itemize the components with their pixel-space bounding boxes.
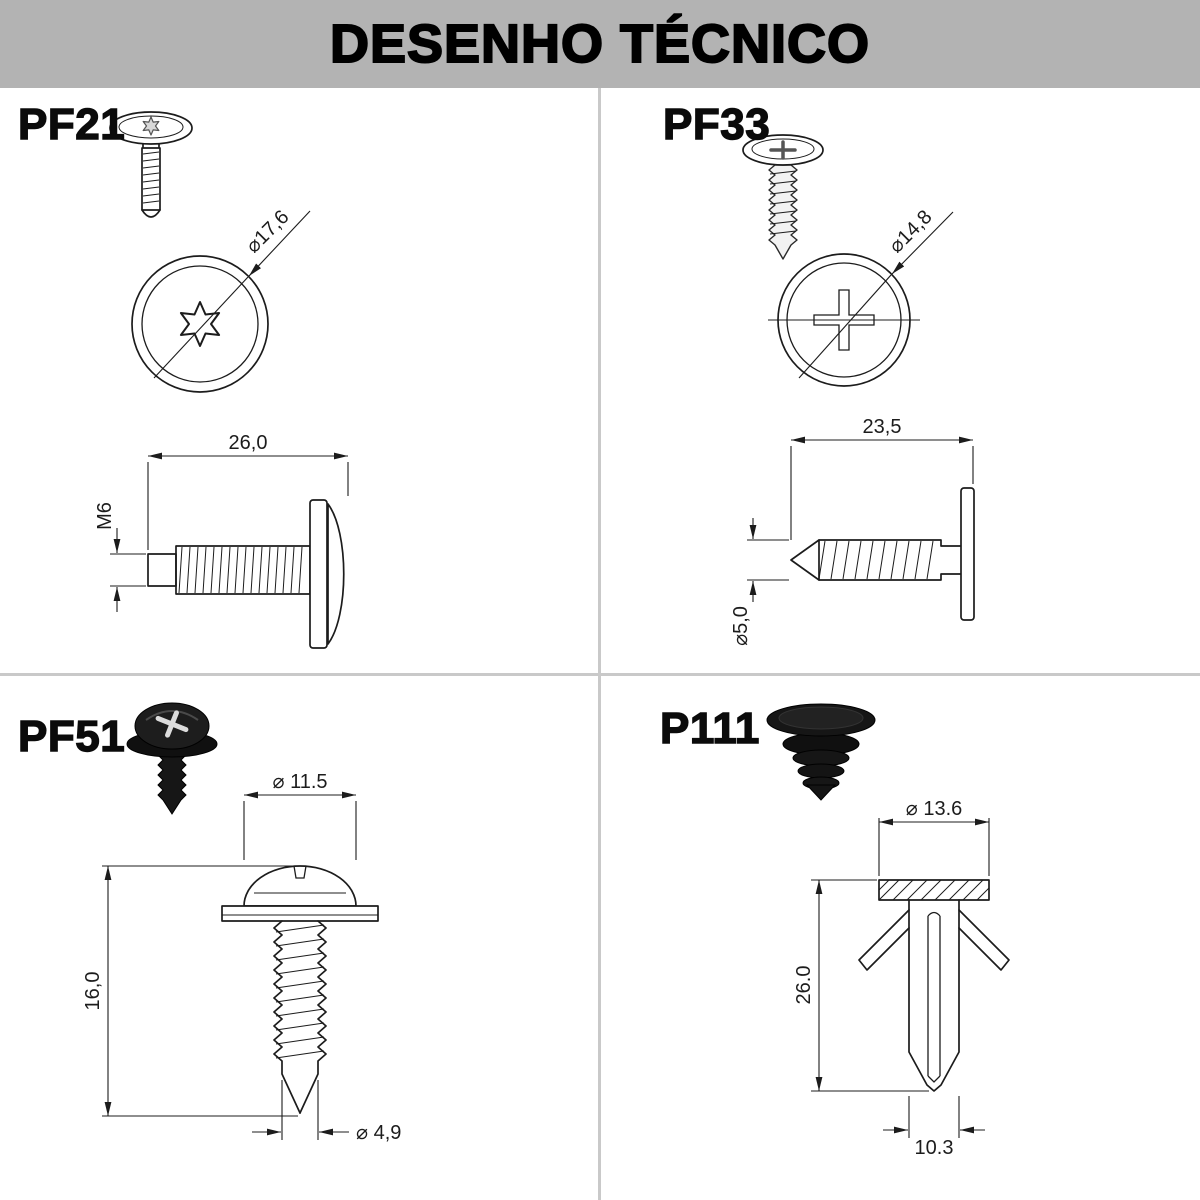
- pf21-top-view: ⌀17,6: [131, 206, 311, 393]
- part-panel-p111: P111 ⌀ 13.6: [601, 676, 1200, 1200]
- pf33-top-view: ⌀14,8: [768, 206, 954, 387]
- dim-pf51-thread-diameter: ⌀ 4,9: [356, 1122, 401, 1144]
- horizontal-divider: [0, 673, 1200, 676]
- part-label-pf33: PF33: [662, 99, 771, 149]
- phillips-cross-outline: [813, 289, 875, 351]
- dim-pf21-length: 26,0: [229, 432, 268, 454]
- pf21-drawing: ⌀17,6 26,0 M6: [94, 111, 349, 649]
- dim-p111-head-diameter: ⌀ 13.6: [906, 798, 963, 820]
- part-label-pf21: PF21: [17, 99, 126, 149]
- pf33-photo: [742, 134, 824, 260]
- part-panel-pf21: PF21 ⌀17,6: [0, 88, 599, 673]
- p111-front-view: ⌀ 13.6 26.0 10.3: [793, 798, 1010, 1159]
- vertical-divider: [598, 88, 601, 1200]
- header-bar: DESENHO TÉCNICO: [0, 0, 1200, 88]
- dim-p111-base-width: 10.3: [915, 1137, 954, 1159]
- page-title: DESENHO TÉCNICO: [329, 13, 871, 75]
- p111-photo: [766, 703, 876, 801]
- pf51-photo: [126, 702, 218, 815]
- dim-pf51-length: 16,0: [82, 972, 104, 1011]
- dim-pf21-thread: M6: [94, 502, 116, 530]
- pf51-drawing: ⌀ 11.5 16,0 ⌀ 4,9: [82, 702, 401, 1144]
- dim-pf51-head-diameter: ⌀ 11.5: [272, 771, 327, 793]
- dim-pf33-shank-diameter: ⌀5,0: [730, 606, 752, 646]
- dim-pf33-length: 23,5: [863, 416, 902, 438]
- p111-drawing: ⌀ 13.6 26.0 10.3: [766, 703, 1010, 1159]
- phillips-recess-icon: [769, 140, 797, 160]
- pf21-side-view: 26,0 M6: [94, 432, 349, 649]
- dim-pf33-head-diameter: ⌀14,8: [885, 206, 937, 258]
- part-panel-pf33: PF33 ⌀14,8 23,5: [601, 88, 1200, 673]
- part-label-p111: P111: [659, 703, 760, 753]
- pf21-photo: [109, 111, 193, 218]
- pf51-front-view: ⌀ 11.5 16,0 ⌀ 4,9: [82, 771, 401, 1144]
- pf33-side-view: 23,5 ⌀5,0: [730, 416, 975, 646]
- phillips-recess-icon: [155, 710, 189, 738]
- part-label-pf51: PF51: [17, 711, 126, 761]
- pf33-drawing: ⌀14,8 23,5 ⌀5,0: [730, 134, 975, 646]
- dim-pf21-head-diameter: ⌀17,6: [242, 206, 294, 258]
- part-panel-pf51: PF51 ⌀ 11.5: [0, 676, 599, 1200]
- dim-p111-length: 26.0: [793, 966, 815, 1005]
- torx-socket-outline: [179, 301, 221, 347]
